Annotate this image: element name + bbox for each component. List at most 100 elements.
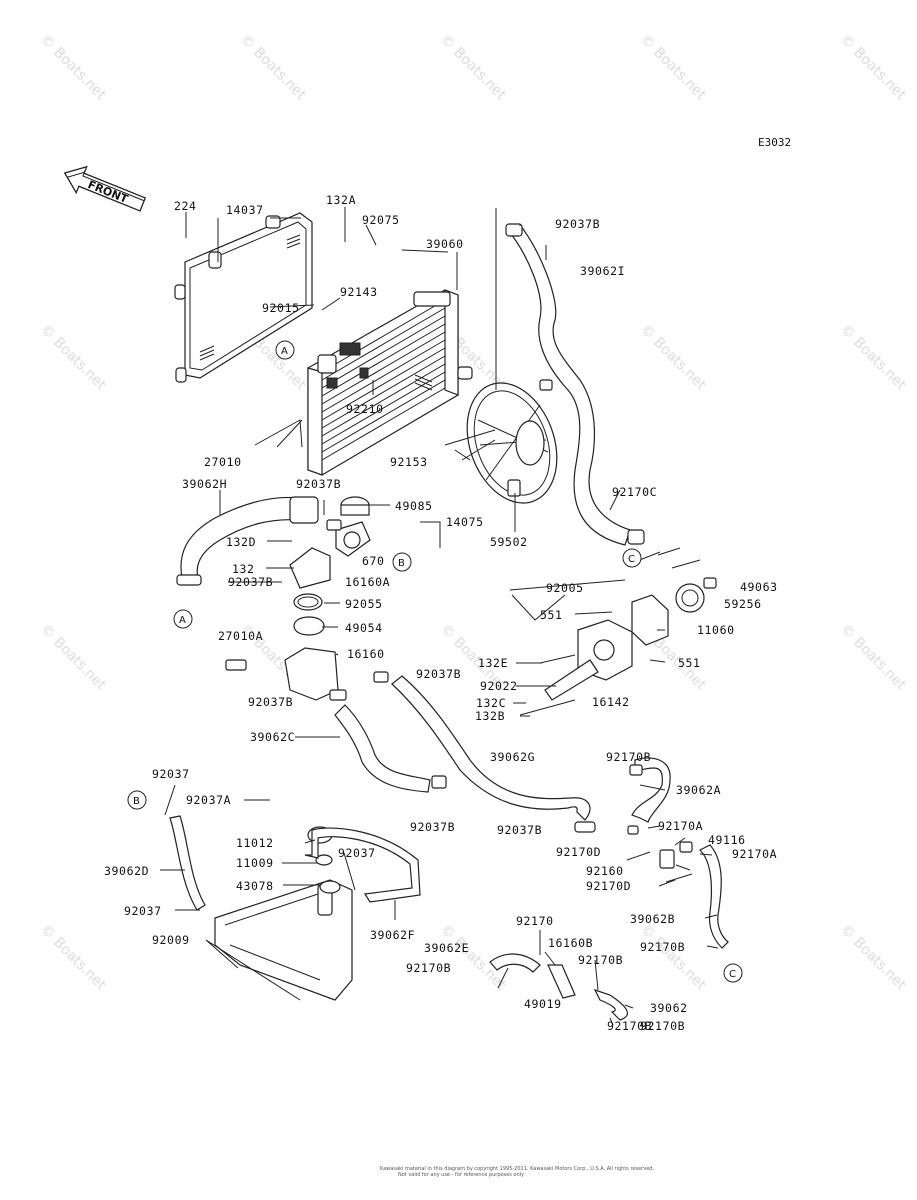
- part-label: 39062D: [104, 864, 149, 878]
- part-label: 92037: [152, 767, 190, 781]
- part-label: 92037: [124, 904, 162, 918]
- part-label: 39062I: [580, 264, 625, 278]
- hose-39062h: [176, 496, 319, 586]
- reservoir-tank: [214, 826, 353, 1001]
- svg-text:B: B: [133, 796, 140, 807]
- part-label: 39062C: [250, 730, 295, 744]
- radiator: [307, 289, 473, 476]
- watermark-layer: © Boats.net © Boats.net © Boats.net © Boats…: [37, 32, 909, 994]
- watermark-text: © Boats.net: [437, 32, 509, 104]
- watermark-text: © Boats.net: [637, 32, 709, 104]
- svg-text:C: C: [628, 554, 635, 565]
- part-label: 92037B: [410, 820, 455, 834]
- part-label: 92170D: [556, 845, 601, 859]
- part-label: 92160: [586, 864, 624, 878]
- part-label: 92037B: [555, 217, 600, 231]
- part-label: 49116: [708, 833, 746, 847]
- copyright-line-1: Kawasaki material in this diagram by cop…: [380, 1166, 654, 1172]
- part-label: 92170B: [640, 1019, 685, 1033]
- hose-39062d: [169, 815, 206, 911]
- part-label: 39062A: [676, 783, 721, 797]
- part-label: 39062G: [490, 750, 535, 764]
- watermark-text: © Boats.net: [837, 922, 909, 994]
- front-arrow-icon: FRONT: [63, 165, 147, 212]
- hose-39062f: [304, 827, 421, 903]
- part-label: 92037: [338, 846, 376, 860]
- watermark-text: © Boats.net: [37, 622, 109, 694]
- part-label: 39062B: [630, 912, 675, 926]
- part-label: 132D: [226, 535, 256, 549]
- part-label: 92037B: [296, 477, 341, 491]
- watermark-text: © Boats.net: [637, 922, 709, 994]
- part-label: 16142: [592, 695, 630, 709]
- part-label: 39062F: [370, 928, 415, 942]
- watermark-text: © Boats.net: [837, 32, 909, 104]
- part-label: 92037A: [186, 793, 231, 807]
- part-label: 551: [540, 608, 563, 622]
- thermostat-housing: [225, 496, 389, 701]
- part-label: 92075: [362, 213, 400, 227]
- part-label: 132E: [478, 656, 508, 670]
- part-label: 132B: [475, 709, 505, 723]
- part-label: 92037B: [248, 695, 293, 709]
- watermark-text: © Boats.net: [637, 322, 709, 394]
- part-label: 49054: [345, 621, 383, 635]
- part-label: 16160A: [345, 575, 390, 589]
- copyright-line-2: Not valid for any use - for reference pu…: [398, 1172, 524, 1178]
- part-label: 92037B: [497, 823, 542, 837]
- part-label: 92170C: [612, 485, 657, 499]
- part-label: 39060: [426, 237, 464, 251]
- part-label: 14037: [226, 203, 264, 217]
- part-label: 27010A: [218, 629, 263, 643]
- part-label: 92170D: [586, 879, 631, 893]
- part-label: 39062H: [182, 477, 227, 491]
- part-label: 92037B: [416, 667, 461, 681]
- cooling-fan: [466, 379, 558, 504]
- ref-circle-c-lower: C: [723, 963, 743, 983]
- part-label: 92037B: [228, 575, 273, 589]
- part-label: 39062E: [424, 941, 469, 955]
- part-label: 92170B: [607, 1019, 652, 1033]
- ref-circle-c-upper: C: [622, 548, 642, 568]
- watermark-text: © Boats.net: [37, 32, 109, 104]
- part-label: 39062: [650, 1001, 688, 1015]
- part-label: 551: [678, 656, 701, 670]
- svg-text:A: A: [281, 346, 288, 357]
- part-label: 670: [362, 554, 385, 568]
- ref-circles: A B A C B C: [127, 340, 743, 983]
- leader-lines: [160, 207, 719, 1026]
- part-label: 224: [174, 199, 197, 213]
- watermark-text: © Boats.net: [37, 322, 109, 394]
- part-label: 11060: [697, 623, 735, 637]
- part-label: 11012: [236, 836, 274, 850]
- part-label: 49085: [395, 499, 433, 513]
- hose-39062i: [505, 223, 645, 546]
- part-label: 16160B: [548, 936, 593, 950]
- part-label: 92170: [516, 914, 554, 928]
- part-label: 11009: [236, 856, 274, 870]
- part-label: 92022: [480, 679, 518, 693]
- part-label: 132C: [476, 696, 506, 710]
- svg-text:C: C: [729, 969, 736, 980]
- part-label: 92055: [345, 597, 383, 611]
- watermark-text: © Boats.net: [837, 622, 909, 694]
- hose-39062b: [698, 844, 729, 949]
- part-label: 92009: [152, 933, 190, 947]
- svg-text:B: B: [398, 558, 405, 569]
- part-label: 92170B: [606, 750, 651, 764]
- part-label: 92005: [546, 581, 584, 595]
- part-label: 92170A: [732, 847, 777, 861]
- part-label: 92170B: [640, 940, 685, 954]
- part-label: 27010: [204, 455, 242, 469]
- hose-39062a: [629, 757, 671, 823]
- part-label: 49063: [740, 580, 778, 594]
- hose-39062c: [334, 704, 431, 793]
- part-label: 92143: [340, 285, 378, 299]
- watermark-text: © Boats.net: [37, 922, 109, 994]
- radiator-shroud: [174, 212, 313, 383]
- diagram-code: E3032: [758, 136, 791, 149]
- ref-circle-b-upper: B: [392, 552, 412, 572]
- part-label: 132A: [326, 193, 356, 207]
- part-label: 92015: [262, 301, 300, 315]
